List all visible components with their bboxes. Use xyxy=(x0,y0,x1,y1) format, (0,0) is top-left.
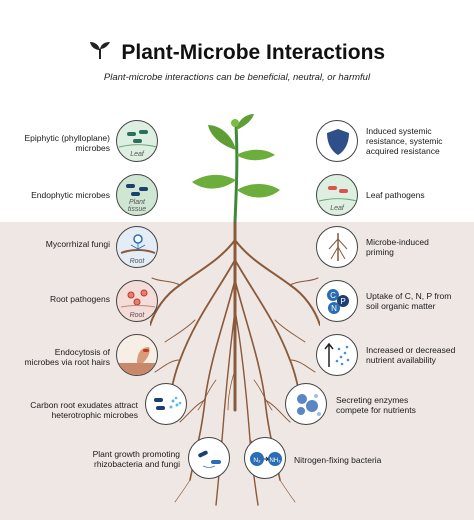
svg-text:N₂: N₂ xyxy=(253,457,261,464)
page-title: Plant-Microbe Interactions xyxy=(121,40,386,64)
shield-icon xyxy=(316,120,358,162)
plant-illustration xyxy=(150,114,320,506)
header: Plant-Microbe Interactions xyxy=(0,40,474,65)
subtitle: Plant-microbe interactions can be benefi… xyxy=(103,72,371,83)
enzyme-icon xyxy=(285,383,327,425)
priming-root-icon xyxy=(316,226,358,268)
nitrogen-fixing-icon: N₂ NH₃ xyxy=(244,437,286,479)
left-label-endophytic: Endophytic microbes xyxy=(31,190,110,200)
root-hair-icon xyxy=(116,334,158,376)
right-label-nitrogen-fixing: Nitrogen-fixing bacteria xyxy=(294,455,382,465)
svg-text:C: C xyxy=(330,291,336,300)
nutrient-availability-icon xyxy=(316,334,358,376)
svg-text:N: N xyxy=(331,304,337,313)
sprout-icon xyxy=(89,40,111,65)
cnp-uptake-icon: C P N xyxy=(316,280,358,322)
mycorrhizal-fungi-icon: Root xyxy=(116,226,158,268)
left-label-epiphytic: Epiphytic (phylloplane)microbes xyxy=(24,133,110,153)
carbon-exudate-icon xyxy=(145,383,187,425)
leaf-pathogen-icon: Leaf xyxy=(316,174,358,216)
root-pathogen-icon: Root xyxy=(116,280,158,322)
soil-background xyxy=(0,222,474,520)
leaf-microbes-icon: Leaf xyxy=(116,120,158,162)
pgpr-icon xyxy=(188,437,230,479)
svg-text:NH₃: NH₃ xyxy=(269,458,281,464)
svg-text:P: P xyxy=(340,297,345,306)
right-label-leaf-pathogens: Leaf pathogens xyxy=(366,190,425,200)
left-label-root-pathogens: Root pathogens xyxy=(49,294,110,304)
left-label-mycorrhizal: Mycorrhizal fungi xyxy=(45,239,110,249)
